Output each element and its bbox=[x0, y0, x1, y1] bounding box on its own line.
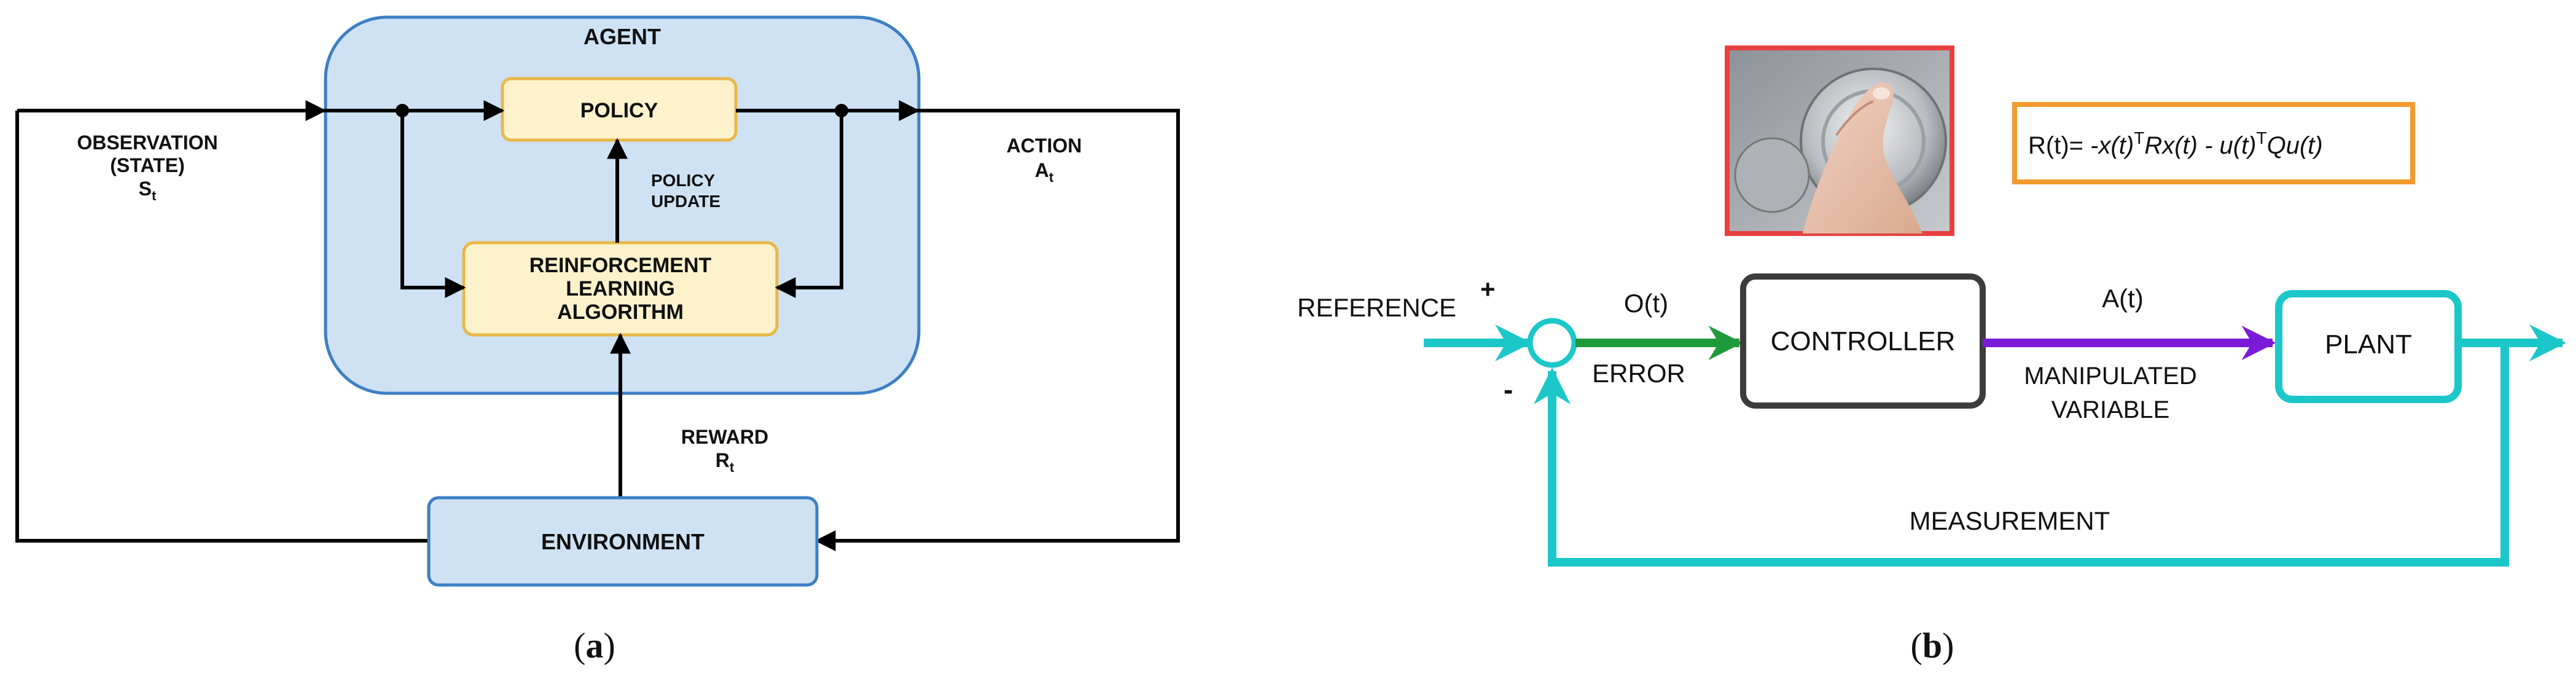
rl-algorithm-line1: REINFORCEMENT bbox=[529, 254, 712, 277]
action-to-rl bbox=[775, 111, 843, 298]
caption-b: (b) bbox=[1911, 626, 1954, 665]
environment-to-observation bbox=[15, 111, 429, 543]
observation-symbol: St bbox=[139, 178, 157, 203]
caption-a-open: ( bbox=[574, 626, 585, 665]
policy-update-line2: UPDATE bbox=[651, 192, 720, 211]
error-signal-label: O(t) bbox=[1624, 289, 1668, 318]
reward-symbol: Rt bbox=[716, 449, 735, 475]
reward-formula-box bbox=[2012, 102, 2415, 184]
panel-b: R(t)= -x(t)TRx(t) - u(t)TQu(t) REFERENCE… bbox=[1297, 45, 2566, 665]
action-symbol-main: A bbox=[1035, 159, 1049, 181]
reward-symbol-sub: t bbox=[730, 460, 735, 475]
agent-title: AGENT bbox=[584, 24, 661, 49]
observation-line2: (STATE) bbox=[110, 154, 184, 176]
reward-formula-sup2: T bbox=[2257, 128, 2267, 147]
action-symbol-sub: t bbox=[1049, 170, 1054, 185]
manipulated-variable-line1: MANIPULATED bbox=[2024, 363, 2197, 390]
policy-label: POLICY bbox=[580, 99, 658, 122]
observation-line1: OBSERVATION bbox=[77, 132, 217, 154]
action-signal-label: A(t) bbox=[2102, 284, 2144, 313]
rl-algorithm-line3: ALGORITHM bbox=[557, 300, 684, 324]
reward-formula-term3: Qu(t) bbox=[2267, 132, 2323, 159]
action-to-environment bbox=[814, 109, 1180, 551]
hand-knob-photo bbox=[1725, 45, 1954, 236]
observation-symbol-main: S bbox=[139, 178, 152, 200]
caption-b-letter: b bbox=[1922, 626, 1942, 665]
reward-formula-lhs: R(t)= bbox=[2028, 132, 2090, 159]
plus-sign: + bbox=[1480, 275, 1496, 304]
environment-block bbox=[427, 496, 819, 587]
action-symbol: At bbox=[1035, 159, 1054, 185]
reward-formula-term1: -x(t) bbox=[2090, 132, 2134, 159]
reward-line1: REWARD bbox=[681, 426, 768, 448]
minus-sign: - bbox=[1504, 374, 1513, 406]
reward-formula-sup1: T bbox=[2134, 128, 2144, 147]
observation-to-rl bbox=[400, 111, 466, 298]
reward-symbol-main: R bbox=[716, 449, 730, 471]
caption-b-close: ) bbox=[1942, 626, 1954, 665]
observation-symbol-sub: t bbox=[152, 188, 157, 203]
rl-algorithm-line2: LEARNING bbox=[566, 277, 675, 300]
plant-label: PLANT bbox=[2325, 329, 2412, 359]
error-label: ERROR bbox=[1592, 359, 1685, 388]
measurement-label: MEASUREMENT bbox=[1910, 506, 2110, 535]
manipulated-variable-line2: VARIABLE bbox=[2051, 396, 2170, 423]
controller-label: CONTROLLER bbox=[1771, 326, 1956, 356]
environment-label: ENVIRONMENT bbox=[541, 529, 704, 554]
reward-formula-term2: Rx(t) - u(t) bbox=[2144, 132, 2256, 159]
policy-update-line1: POLICY bbox=[651, 171, 716, 190]
measurement-feedback bbox=[1534, 343, 2509, 567]
reference-label: REFERENCE bbox=[1297, 293, 1456, 322]
caption-a-close: ) bbox=[604, 626, 615, 665]
action-line1: ACTION bbox=[1007, 135, 1082, 157]
panel-a: AGENT POLICY REINFORCEMENT LEARNING ALGO… bbox=[15, 15, 1180, 665]
reward-formula: R(t)= -x(t)TRx(t) - u(t)TQu(t) bbox=[2028, 128, 2323, 159]
caption-a-letter: a bbox=[586, 626, 604, 665]
summing-junction bbox=[1527, 318, 1577, 368]
caption-a: (a) bbox=[574, 626, 615, 665]
caption-b-open: ( bbox=[1911, 626, 1922, 665]
